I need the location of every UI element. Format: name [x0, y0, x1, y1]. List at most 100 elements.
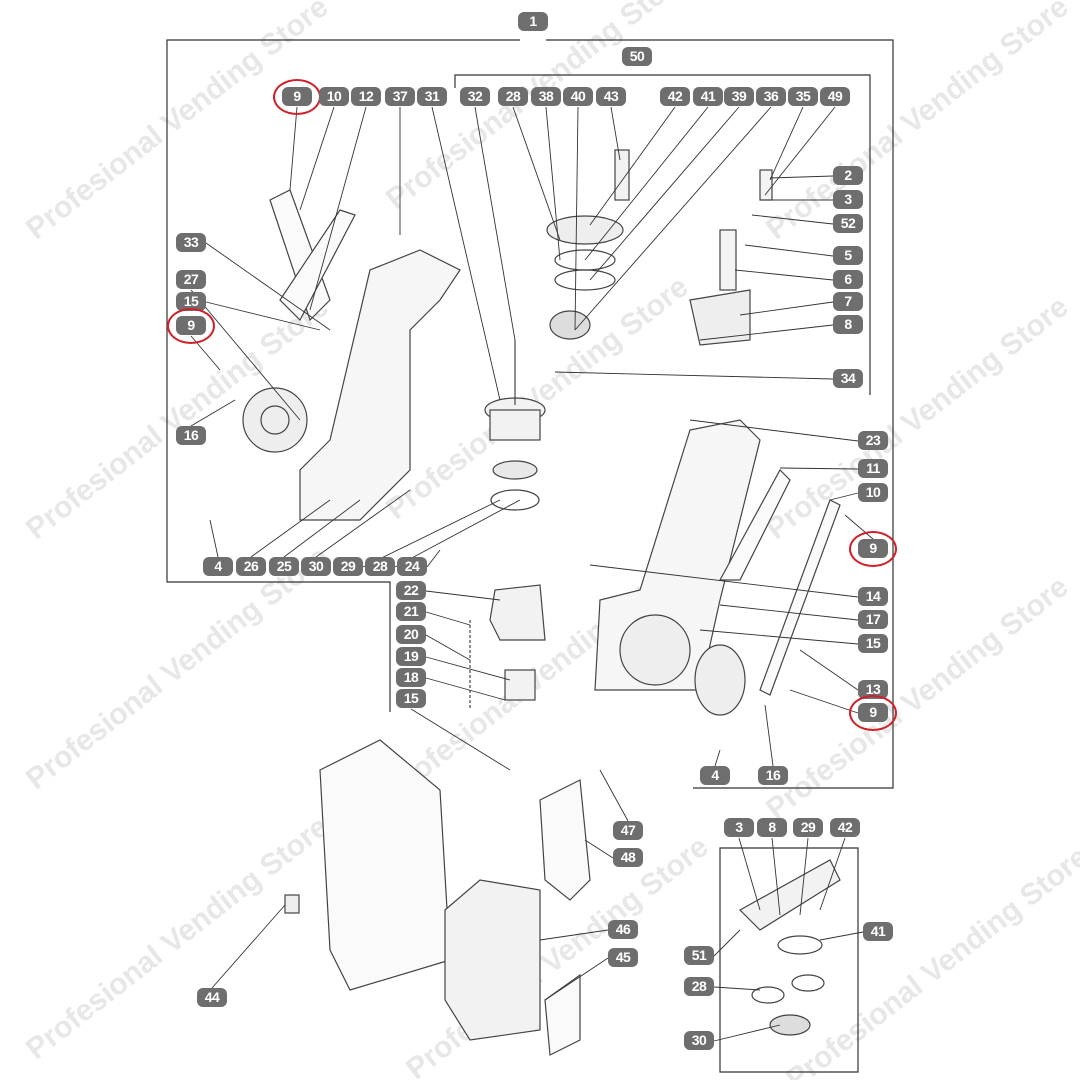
leader-line [714, 749, 721, 767]
callout-badge: 11 [858, 459, 888, 478]
callout-badge: 16 [758, 766, 788, 785]
leader-line [425, 590, 501, 601]
leader-line [584, 106, 709, 261]
callout-badge: 33 [176, 233, 206, 252]
callout-badge: 44 [197, 988, 227, 1007]
leader-line [425, 656, 511, 681]
leader-line [713, 929, 741, 957]
leader-line [829, 492, 859, 501]
leader-line [309, 106, 367, 311]
leader-line [205, 242, 331, 331]
leader-line [190, 289, 301, 421]
callout-badge: 38 [531, 87, 561, 106]
leader-line [739, 301, 834, 316]
callout-badge: 26 [236, 557, 266, 576]
callout-badge: 8 [757, 818, 787, 837]
callout-badge: 30 [684, 1031, 714, 1050]
leader-line [779, 467, 859, 470]
callout-badge: 41 [863, 922, 893, 941]
callout-badge: 41 [693, 87, 723, 106]
leader-line [789, 689, 859, 714]
callout-badge-highlighted: 9 [849, 695, 897, 731]
callout-badge: 29 [333, 557, 363, 576]
leader-line [719, 604, 859, 621]
assembly-frame [166, 39, 520, 712]
leader-line [554, 371, 834, 380]
callout-badge: 19 [396, 647, 426, 666]
callout-badge: 5 [833, 246, 863, 265]
piston-part [546, 149, 773, 346]
leader-line [539, 929, 609, 941]
callout-badge: 18 [396, 668, 426, 687]
leader-line [738, 837, 761, 911]
leader-line [819, 931, 864, 941]
callout-badge: 28 [498, 87, 528, 106]
leader-line [764, 704, 774, 767]
callout-badge: 43 [596, 87, 626, 106]
callout-badge: 20 [396, 625, 426, 644]
leader-line [425, 677, 506, 701]
callout-badge: 1 [518, 12, 548, 31]
callout-badge: 51 [684, 946, 714, 965]
brew-chamber-part [469, 340, 546, 710]
leader-line [425, 634, 471, 661]
callout-badge: 36 [756, 87, 786, 106]
leader-line [544, 957, 609, 1001]
leader-line [799, 837, 809, 916]
callout-badge: 48 [613, 848, 643, 867]
callout-badge: 46 [608, 920, 638, 939]
leader-line [744, 244, 834, 257]
callout-badge: 27 [176, 270, 206, 289]
callout-badge: 10 [319, 87, 349, 106]
callout-badge: 12 [351, 87, 381, 106]
leader-line [190, 399, 236, 427]
leader-line [209, 519, 219, 558]
leader-line [250, 499, 331, 558]
leader-line [394, 499, 521, 568]
callout-badge: 23 [858, 431, 888, 450]
callout-badge: 15 [396, 689, 426, 708]
leader-lines [190, 106, 874, 1042]
leader-line [771, 837, 781, 916]
callout-badge-highlighted: 9 [273, 79, 321, 115]
callout-badge: 32 [460, 87, 490, 106]
leader-line [713, 1024, 781, 1042]
callout-badge: 49 [820, 87, 850, 106]
callout-badge: 25 [269, 557, 299, 576]
leader-line [699, 629, 859, 645]
callout-badge: 39 [724, 87, 754, 106]
leader-line [289, 106, 298, 191]
callout-badge: 52 [833, 214, 863, 233]
leader-line [734, 269, 834, 281]
callout-badge: 8 [833, 315, 863, 334]
callout-badge: 16 [176, 426, 206, 445]
right-frame-part [594, 419, 841, 716]
callout-badge: 40 [563, 87, 593, 106]
callout-badge: 30 [301, 557, 331, 576]
leader-line [589, 106, 676, 226]
leader-line [545, 106, 561, 261]
leader-line [751, 214, 834, 225]
callout-badge: 4 [203, 557, 233, 576]
leader-line [689, 419, 859, 442]
leader-line [410, 708, 511, 771]
callout-badge: 13 [858, 680, 888, 699]
callout-badge: 24 [397, 557, 427, 576]
callout-badge: 37 [385, 87, 415, 106]
leader-line [205, 301, 321, 331]
callout-badge: 17 [858, 610, 888, 629]
leader-line [584, 839, 614, 859]
leader-line [574, 106, 579, 331]
leader-line [589, 106, 740, 281]
callout-badge: 42 [830, 818, 860, 837]
callout-badge: 14 [858, 587, 888, 606]
leader-line [283, 499, 361, 558]
leader-line [211, 904, 286, 989]
callout-badge: 6 [833, 270, 863, 289]
callout-badge: 45 [608, 948, 638, 967]
leader-line [764, 106, 836, 196]
callout-badge: 42 [660, 87, 690, 106]
leader-line [799, 649, 859, 691]
